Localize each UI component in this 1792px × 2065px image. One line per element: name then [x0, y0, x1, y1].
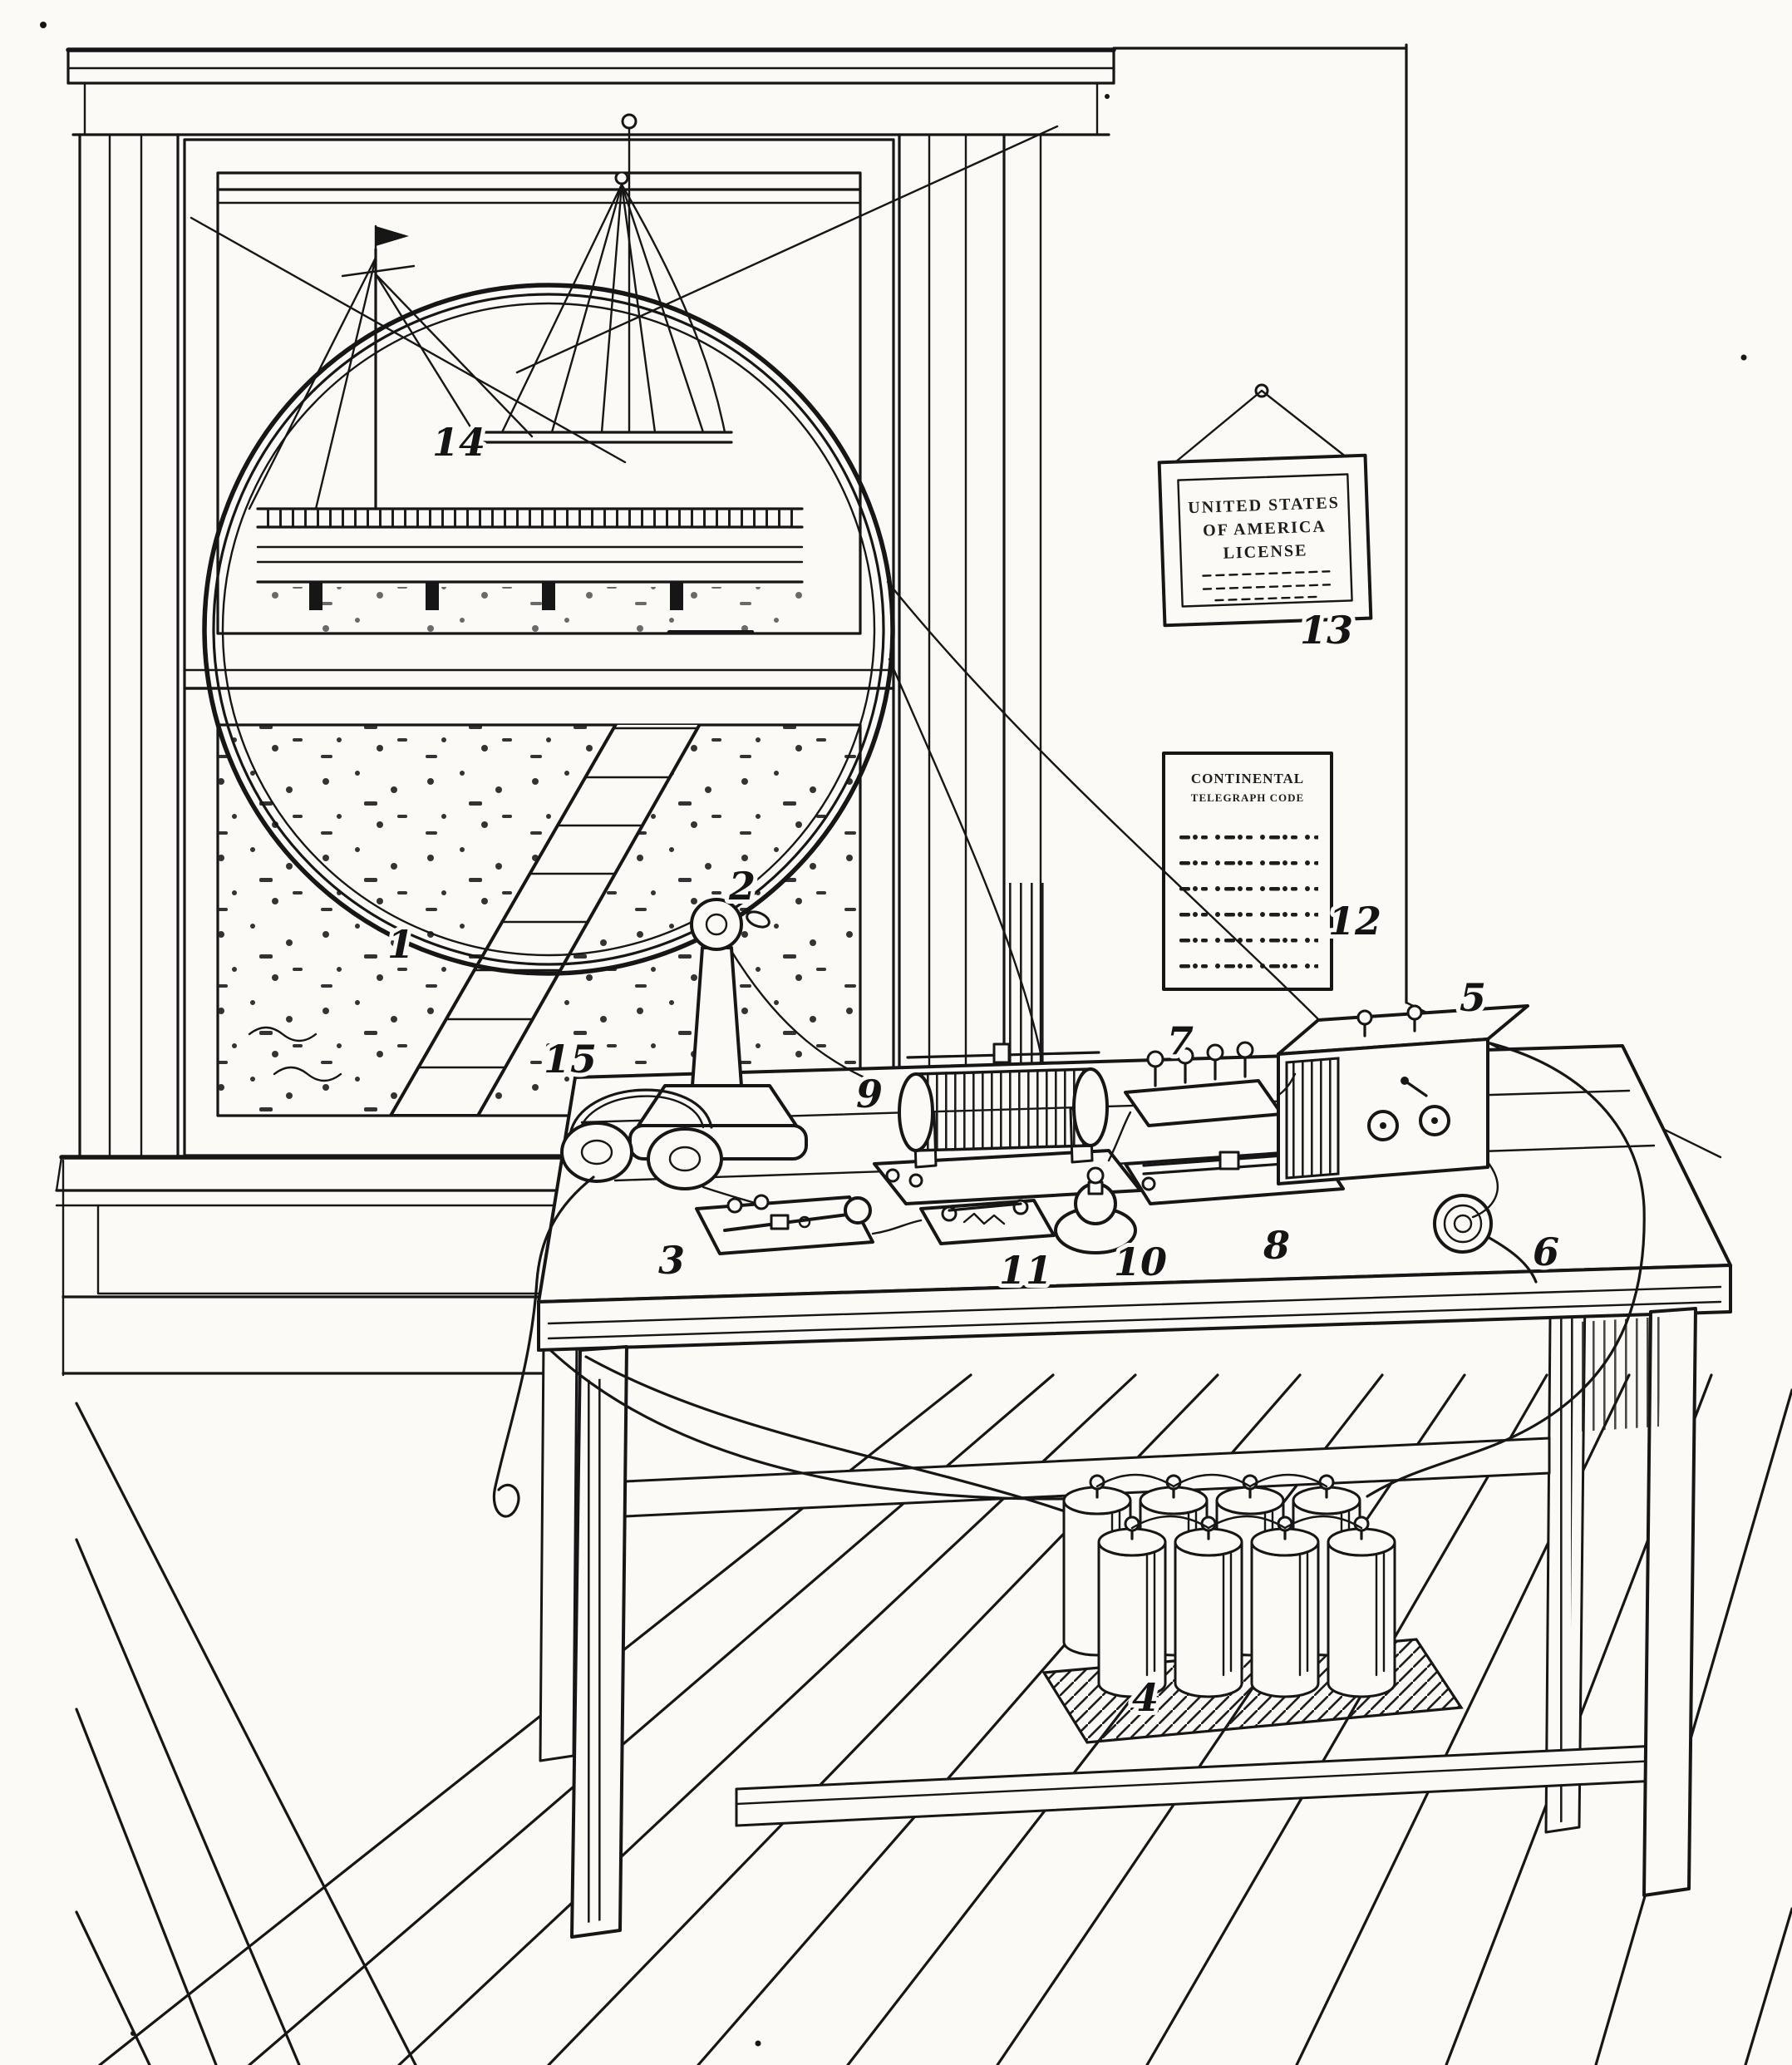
- callout-12: 12: [1328, 899, 1381, 944]
- detector: [919, 1199, 1056, 1245]
- antenna-wire: [886, 580, 1322, 1023]
- tuning-coil: [873, 1042, 1142, 1205]
- callout-9: 9: [856, 1072, 883, 1116]
- hanging-string: [1174, 389, 1263, 464]
- callout-3: 3: [658, 1238, 685, 1283]
- hanging-string: [1260, 389, 1348, 459]
- license-line-2: OF AMERICA: [1203, 517, 1327, 540]
- callout-11: 11: [999, 1248, 1052, 1293]
- battery-bank: [1062, 1473, 1396, 1698]
- callout-4: 4: [1132, 1675, 1159, 1720]
- loop-antenna: [190, 113, 1322, 1081]
- code-chart-title-1: CONTINENTAL: [1191, 771, 1304, 786]
- headphone-cord: [492, 1175, 595, 1518]
- table-leg-rear-left: [539, 1337, 578, 1762]
- battery-wire: [549, 1348, 1097, 1501]
- slider-knob: [992, 1042, 1011, 1064]
- binding-posts: [1124, 1041, 1283, 1127]
- lead-wire: [190, 216, 627, 464]
- battery-wire: [584, 1355, 1134, 1538]
- coil-plug: [1433, 1161, 1538, 1284]
- callouts: 1 2 3 4 5 6 7 8 9 10 11 12 13 14 15: [383, 416, 1563, 1724]
- callout-13: 13: [1300, 608, 1353, 653]
- callout-15: 15: [544, 1037, 597, 1082]
- telegraph-code-chart: CONTINENTAL TELEGRAPH CODE: [1162, 752, 1333, 991]
- license-frame: UNITED STATES OF AMERICA LICENSE: [1157, 383, 1373, 628]
- table-leg-front-right: [1642, 1307, 1697, 1897]
- callout-1: 1: [387, 922, 414, 967]
- under-table: [549, 1031, 1646, 1744]
- callout-10: 10: [1114, 1239, 1167, 1284]
- callout-6: 6: [1533, 1230, 1559, 1274]
- halyard-knob: [621, 113, 638, 130]
- lower-shelf: [735, 1744, 1659, 1827]
- ship: [248, 173, 733, 510]
- wharf: [256, 507, 804, 610]
- telegraph-key: [695, 1194, 874, 1255]
- lead-wire: [515, 125, 1059, 374]
- loose-coupler-box: [1277, 1004, 1529, 1185]
- callout-14: 14: [432, 420, 485, 465]
- callout-5: 5: [1460, 975, 1486, 1020]
- code-chart-title-2: TELEGRAPH CODE: [1191, 791, 1304, 804]
- condenser: [1054, 1166, 1137, 1254]
- battery-wire: [1366, 1031, 1646, 1498]
- morse-table: [1177, 818, 1318, 973]
- callout-8: 8: [1263, 1223, 1290, 1268]
- callout-7: 7: [1167, 1018, 1194, 1063]
- license-line-3: LICENSE: [1223, 541, 1308, 563]
- callout-2: 2: [728, 864, 756, 909]
- clamp-knob: [746, 910, 770, 929]
- key-knob: [844, 1196, 872, 1225]
- table-wires: [730, 949, 1297, 1235]
- ink-specks: [40, 22, 1747, 2047]
- headphones: [492, 1088, 788, 1518]
- antenna-wire: [888, 658, 1047, 1081]
- equipment: [492, 898, 1538, 1518]
